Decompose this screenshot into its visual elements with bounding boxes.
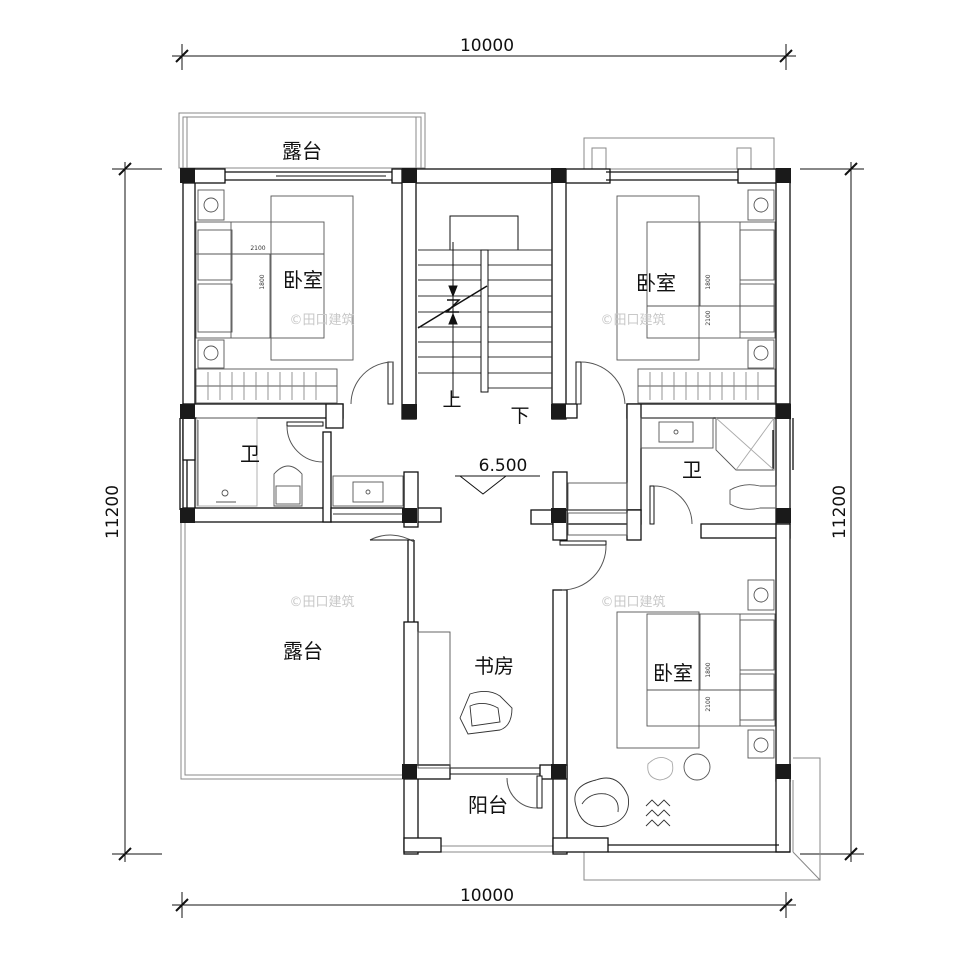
watermark: ©田口建筑: [289, 594, 354, 610]
bed-width-label-bottom-right: 1800: [705, 662, 712, 677]
bed-length-label-top-left: 2100: [250, 245, 265, 252]
terrace-outlines: [178, 112, 821, 881]
room-label-bedroom-bottom-right: 卧室: [653, 661, 693, 685]
columns: [180, 168, 791, 779]
dimension-left: 11200: [103, 485, 123, 539]
bath-left-fixtures: [196, 417, 404, 515]
room-label-study: 书房: [474, 654, 514, 678]
furniture: [195, 189, 777, 828]
stair-down-label: 下: [510, 405, 529, 427]
room-label-bedroom-top-right: 卧室: [636, 271, 676, 295]
staircase: [417, 215, 552, 398]
room-label-balcony: 阳台: [468, 793, 508, 817]
room-label-terrace-top: 露台: [282, 139, 322, 163]
bed-top-left: [195, 189, 354, 369]
bed-length-label-top-right: 2100: [705, 310, 712, 325]
watermark: ©田口建筑: [600, 312, 665, 328]
watermark: ©田口建筑: [289, 312, 354, 328]
dimension-right: 11200: [830, 485, 850, 539]
dimension-lines: [112, 44, 864, 918]
bath-right-fixtures: [567, 417, 777, 536]
room-label-bath-left: 卫: [240, 442, 260, 466]
room-label-bedroom-top-left: 卧室: [283, 268, 323, 292]
room-label-terrace-left: 露台: [283, 639, 323, 663]
bed-top-right: [616, 189, 776, 369]
dimension-top: 10000: [460, 36, 514, 56]
doors: [276, 175, 693, 809]
bed-width-label-top-left: 1800: [259, 274, 266, 289]
elevation-label: 6.500: [479, 456, 528, 476]
dimension-bottom: 10000: [460, 886, 514, 906]
bed-width-label-top-right: 1800: [705, 274, 712, 289]
bed-length-label-bottom-right: 2100: [705, 696, 712, 711]
walls: [179, 168, 794, 855]
room-label-bath-right: 卫: [682, 458, 702, 482]
watermark: ©田口建筑: [600, 594, 665, 610]
elevation-marker: [455, 475, 540, 495]
study-furniture: [417, 631, 513, 769]
stair-up-label: 上: [442, 389, 461, 411]
bed-bottom-right: [574, 579, 776, 828]
